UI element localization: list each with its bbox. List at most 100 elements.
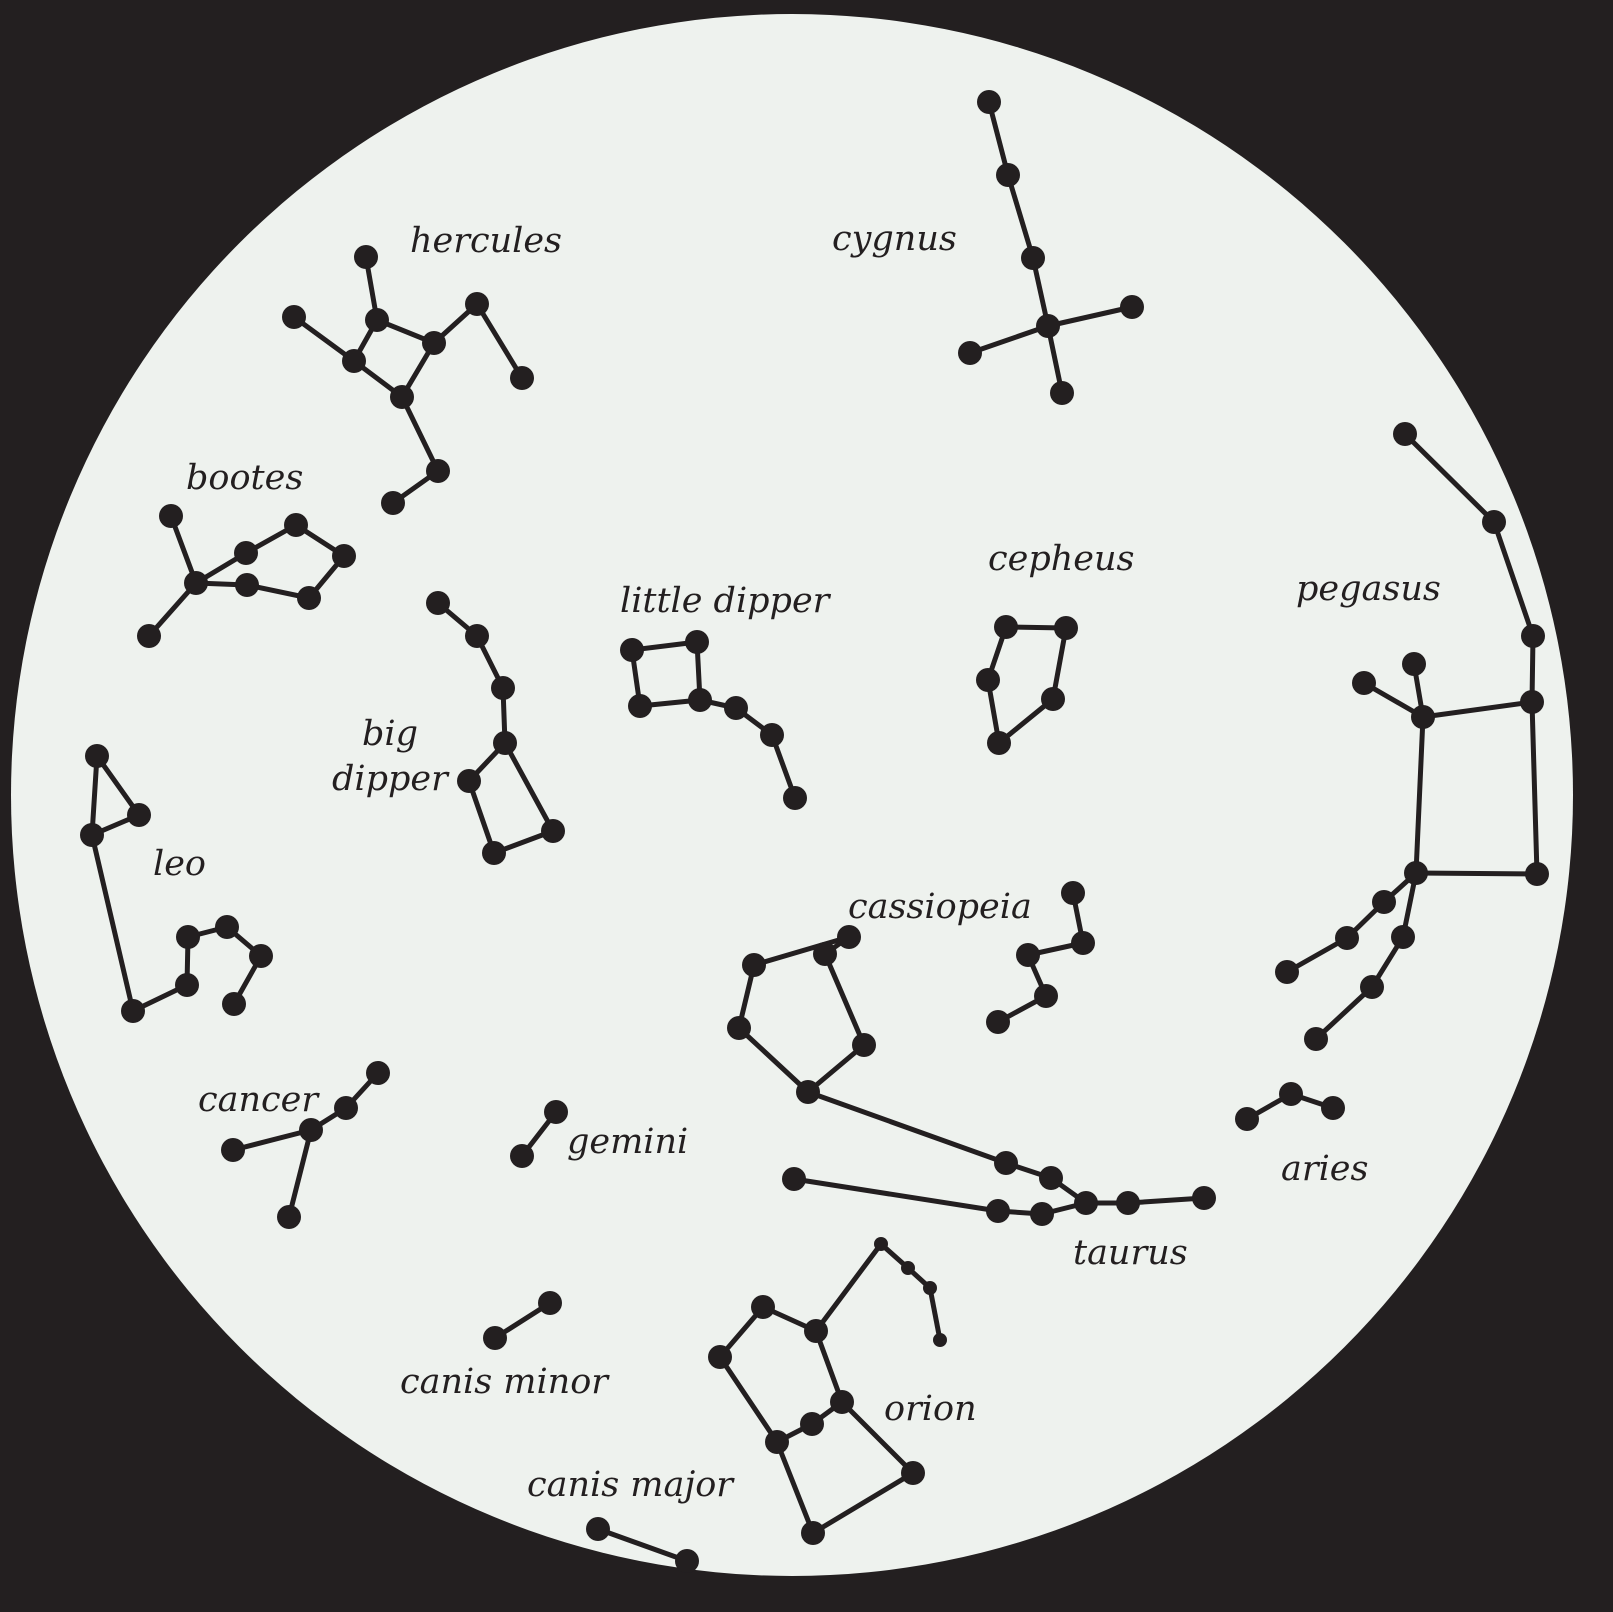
taurus-line (805, 1089, 1009, 1166)
little-dipper-star (620, 638, 644, 662)
pegasus-line (1313, 984, 1375, 1042)
leo-star (80, 823, 104, 847)
leo-line (89, 832, 136, 1014)
pegasus-star (1520, 690, 1544, 714)
cassiopeia-star (1071, 931, 1095, 955)
pegasus-star (1393, 422, 1417, 446)
label-pegasus: pegasus (1296, 569, 1441, 609)
label-canis-major: canis major (527, 1465, 735, 1505)
hercules-star (354, 245, 378, 269)
pegasus-line (1491, 519, 1536, 639)
orion-star (800, 1412, 824, 1436)
hercules-star (426, 459, 450, 483)
taurus-star (837, 925, 861, 949)
orion-star (751, 1295, 775, 1319)
label-hercules: hercules (410, 221, 562, 261)
hercules-star (381, 491, 405, 515)
cygnus-line (1045, 304, 1135, 329)
orion-star (901, 1461, 925, 1485)
bootes-star (184, 571, 208, 595)
little-dipper-star (688, 688, 712, 712)
leo-star (121, 999, 145, 1023)
orion-line (839, 1399, 916, 1476)
pegasus-star (1372, 890, 1396, 914)
hercules-star (465, 292, 489, 316)
bootes-star (159, 504, 183, 528)
label-canis-minor: canis minor (400, 1362, 610, 1402)
cassiopeia-star (1034, 984, 1058, 1008)
pegasus-star (1391, 925, 1415, 949)
leo-star (175, 973, 199, 997)
hercules-line (399, 394, 441, 474)
bootes-star (235, 573, 259, 597)
big-dipper-star (457, 769, 481, 793)
taurus-line (805, 1042, 867, 1095)
leo-star (249, 944, 273, 968)
label-cepheus: cepheus (988, 539, 1134, 579)
leo-star (176, 925, 200, 949)
pegasus-star (1304, 1027, 1328, 1051)
cygnus-star (1050, 381, 1074, 405)
canis-minor-star (538, 1291, 562, 1315)
orion-star (801, 1521, 825, 1545)
taurus-star (782, 1167, 806, 1191)
taurus-line (791, 1176, 1001, 1214)
label-gemini: gemini (567, 1122, 688, 1162)
big-dipper-star (426, 591, 450, 615)
constellation-stars (80, 90, 1549, 1573)
hercules-star (342, 349, 366, 373)
cepheus-star (1041, 687, 1065, 711)
pegasus-line (1402, 431, 1497, 525)
cygnus-star (977, 90, 1001, 114)
taurus-star (852, 1033, 876, 1057)
hercules-line (474, 301, 525, 381)
taurus-line (1125, 1195, 1207, 1206)
bootes-star (284, 513, 308, 537)
leo-star (85, 744, 109, 768)
cassiopeia-star (986, 1010, 1010, 1034)
orion-star (708, 1345, 732, 1369)
cassiopeia-star (1016, 943, 1040, 967)
label-bootes: bootes (186, 458, 303, 498)
cepheus-star (987, 731, 1011, 755)
orion-star (830, 1390, 854, 1414)
pegasus-line (1413, 714, 1426, 876)
orion-star (923, 1281, 937, 1295)
taurus-star (1116, 1191, 1140, 1215)
hercules-star (510, 366, 534, 390)
orion-line (774, 1439, 816, 1536)
leo-line (94, 753, 142, 818)
pegasus-line (1420, 699, 1535, 720)
taurus-star (742, 953, 766, 977)
canis-minor-star (483, 1326, 507, 1350)
taurus-star (813, 942, 837, 966)
hercules-star (422, 331, 446, 355)
label-little-dipper: little dipper (620, 581, 832, 621)
cygnus-line (967, 323, 1051, 356)
cassiopeia-star (1061, 881, 1085, 905)
taurus-line (751, 934, 852, 968)
cepheus-star (994, 615, 1018, 639)
cancer-line (230, 1127, 314, 1153)
aries-star (1235, 1107, 1259, 1131)
pegasus-star (1402, 652, 1426, 676)
big-dipper-star (493, 731, 517, 755)
bootes-star (297, 586, 321, 610)
orion-star (901, 1261, 915, 1275)
label-aries: aries (1281, 1149, 1368, 1189)
canis-major-star (586, 1517, 610, 1541)
pegasus-star (1525, 862, 1549, 886)
big-dipper-line (502, 740, 556, 834)
taurus-star (986, 1199, 1010, 1223)
orion-star (804, 1319, 828, 1343)
cancer-line (286, 1127, 314, 1220)
pegasus-star (1404, 861, 1428, 885)
orion-line (813, 1241, 884, 1334)
pegasus-star (1482, 510, 1506, 534)
orion-star (874, 1237, 888, 1251)
bootes-star (137, 624, 161, 648)
big-dipper-star (482, 841, 506, 865)
taurus-line (736, 1025, 811, 1095)
gemini-star (510, 1144, 534, 1168)
cancer-star (221, 1138, 245, 1162)
